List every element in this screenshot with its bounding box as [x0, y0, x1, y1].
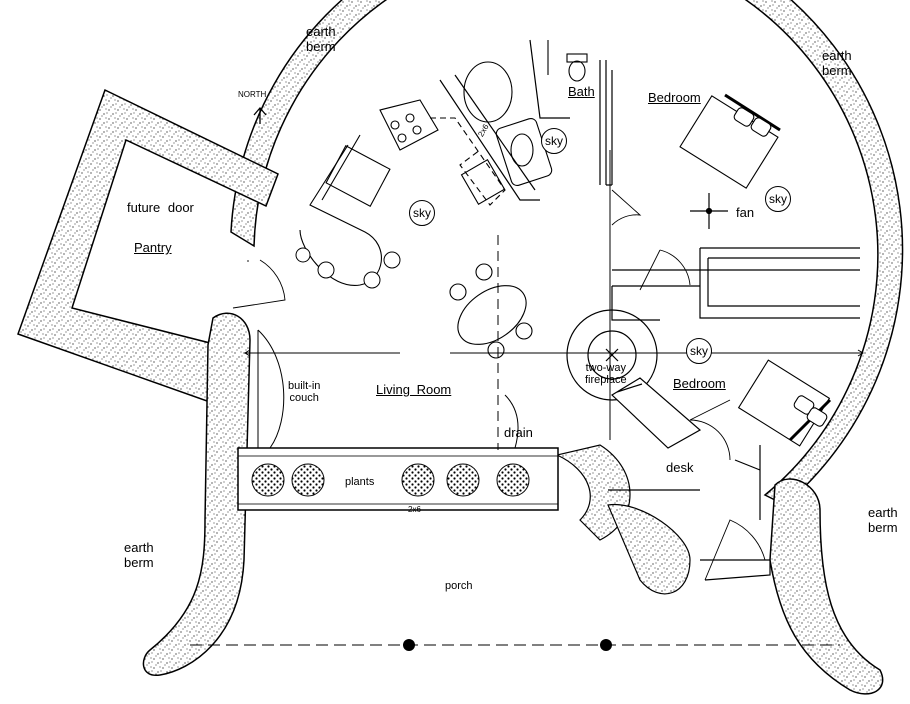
bedroom-label-1: Bedroom — [648, 90, 701, 105]
porch-label: porch — [445, 580, 473, 592]
bedroom-label-2: Bedroom — [673, 376, 726, 391]
bed-1 — [679, 93, 781, 189]
living-room-label: Living Room — [376, 382, 452, 397]
bath-label: Bath — [568, 84, 595, 99]
right-buttress-wall — [769, 478, 884, 695]
built-in-couch-label: built-in couch — [288, 380, 320, 404]
fan-label: fan — [736, 205, 755, 220]
future-door-label: future door — [127, 200, 194, 215]
north-label: NORTH — [238, 90, 267, 99]
earth-word: earth — [306, 24, 336, 39]
pantry-wall — [17, 88, 279, 403]
berm-word: berm — [306, 39, 336, 54]
porch-beam — [190, 639, 840, 651]
inner-curved-wall — [555, 444, 631, 541]
skylight-label: sky — [690, 344, 708, 358]
north-arrow-icon — [253, 107, 267, 124]
skylight-bath: sky — [541, 128, 567, 154]
berm-word: berm — [822, 63, 852, 78]
dining-table — [449, 263, 533, 359]
earth-berm-label-top: earth berm — [306, 24, 336, 54]
skylight-label: sky — [545, 134, 563, 148]
berm-word: berm — [868, 520, 898, 535]
skylight-label: sky — [413, 206, 431, 220]
planter-dimension-label: 2x6 — [408, 505, 421, 514]
desk-end-wall — [607, 503, 691, 595]
kitchen-counter — [299, 99, 506, 286]
earth-berm-label-right: earth berm — [868, 505, 898, 535]
skylight-kitchen: sky — [409, 200, 435, 226]
two-way-word: two-way — [585, 362, 626, 374]
bar-stools — [295, 247, 401, 289]
fireplace — [566, 309, 658, 401]
planter-inner — [237, 455, 559, 505]
skylight-label: sky — [769, 192, 787, 206]
desk — [611, 377, 702, 449]
skylight-bedroom-1: sky — [765, 186, 791, 212]
pantry-label: Pantry — [134, 240, 172, 255]
two-way-fireplace-label: two-way fireplace — [585, 362, 627, 386]
door-swings — [232, 189, 766, 581]
plants-label: plants — [345, 476, 375, 488]
section-lines — [244, 150, 864, 450]
plants-group — [251, 463, 530, 497]
ceiling-fan — [690, 193, 728, 229]
earth-word: earth — [822, 48, 852, 63]
earth-berm-label-left: earth berm — [124, 540, 154, 570]
drain-label: drain — [504, 425, 533, 440]
left-buttress-wall — [142, 312, 251, 676]
built-in-word: built-in — [288, 380, 321, 392]
earth-word: earth — [868, 505, 898, 520]
berm-word: berm — [124, 555, 154, 570]
desk-label: desk — [666, 460, 694, 475]
fireplace-word: fireplace — [585, 374, 627, 386]
skylight-bedroom-2: sky — [686, 338, 712, 364]
bed-2 — [737, 359, 832, 447]
bath-fixtures — [463, 40, 588, 187]
couch-word: couch — [289, 392, 319, 404]
interior-walls — [439, 39, 860, 581]
built-in-couch — [257, 329, 285, 449]
earth-word: earth — [124, 540, 154, 555]
earth-berm-label-top-right: earth berm — [822, 48, 852, 78]
